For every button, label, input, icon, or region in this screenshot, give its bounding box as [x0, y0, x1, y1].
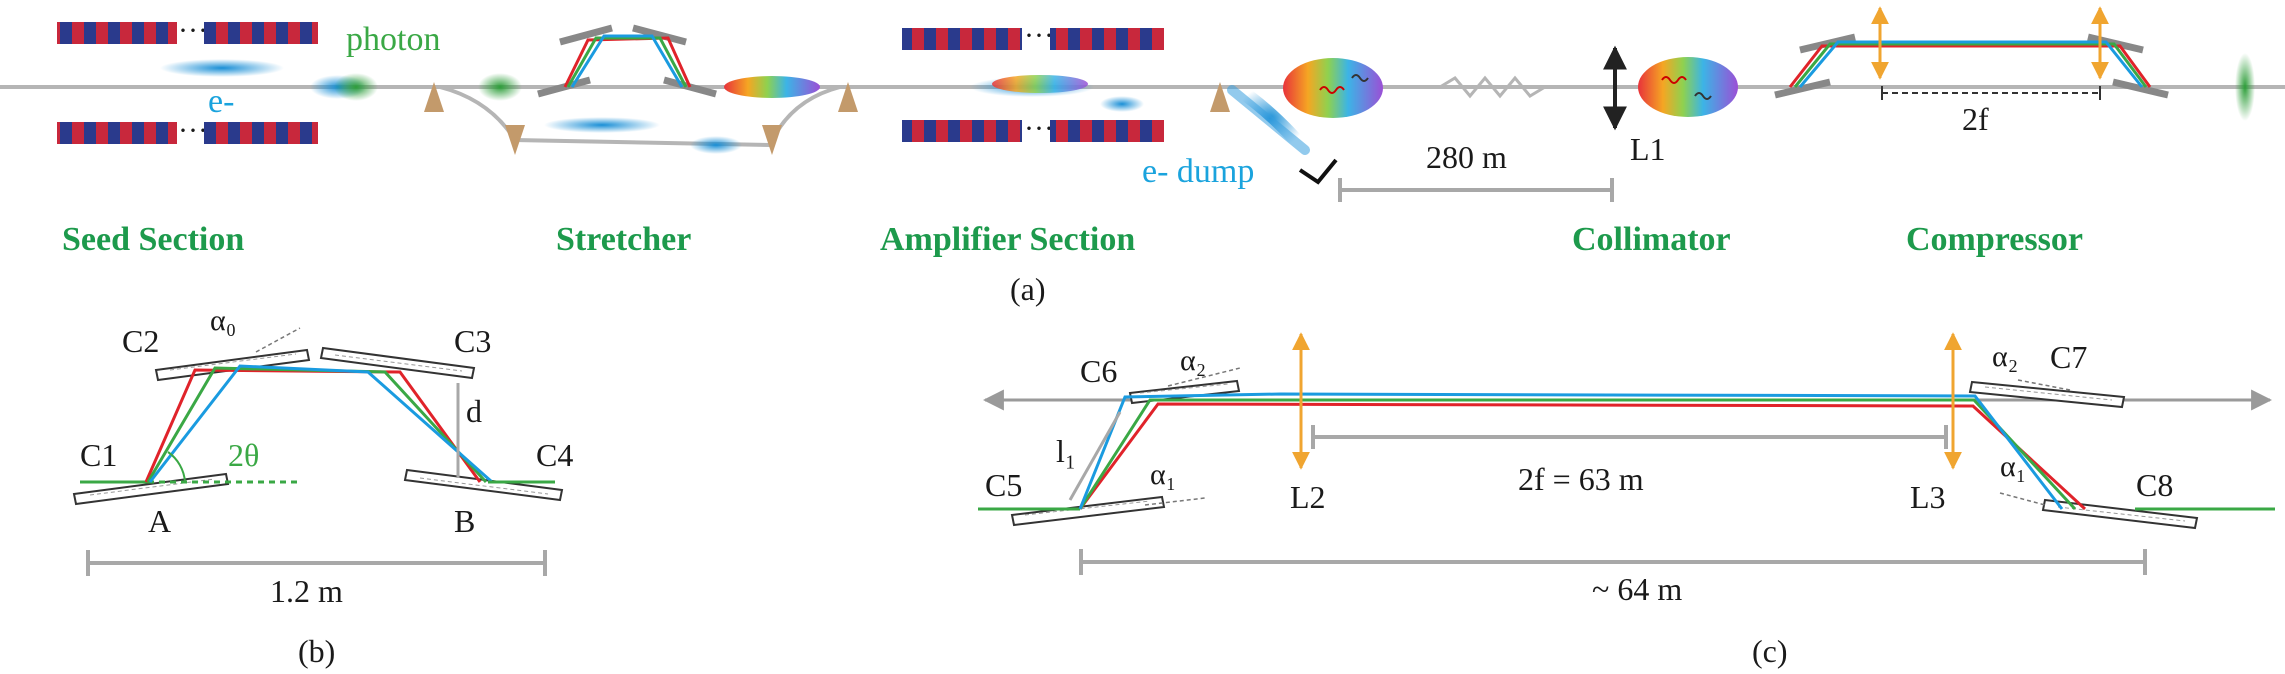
undulator-segment	[57, 22, 177, 44]
panel-b: C2 α₀ C3 C1 2θ d C4 A B 1.2 m (b)	[72, 304, 573, 669]
label-c5: C5	[985, 467, 1022, 503]
blue-ray-c	[1078, 392, 2064, 510]
amplified-pulse	[992, 75, 1088, 93]
dump-label: e- dump	[1142, 153, 1254, 190]
dipole-magnet	[1210, 82, 1230, 112]
label-c3: C3	[454, 323, 491, 359]
dipole-magnet	[762, 125, 782, 155]
compressor-schematic: 2f	[1774, 6, 2169, 137]
stretcher-crystals	[537, 24, 717, 98]
svg-text:···: ···	[178, 114, 208, 147]
label-c1: C1	[80, 437, 117, 473]
electron-label: e-	[208, 83, 234, 120]
length-label-b: 1.2 m	[270, 573, 343, 609]
crystal-c8	[2041, 498, 2199, 530]
beam-dump	[1298, 158, 1338, 185]
undulator-segment	[57, 122, 177, 144]
seed-undulators: ··· ···	[57, 14, 318, 147]
panel-a: ··· ··· photon e-	[0, 6, 2285, 307]
undulator-segment	[204, 22, 318, 44]
green-ray-c	[1078, 398, 2077, 511]
electron-bunch	[544, 117, 660, 133]
lens-l1-label: L1	[1630, 131, 1666, 167]
label-alpha1-left: α₁	[1150, 458, 1176, 491]
label-a: A	[148, 503, 171, 539]
electron-bunch	[160, 59, 284, 77]
label-c4: C4	[536, 437, 573, 473]
undulator-segment	[204, 122, 318, 144]
photon-pulse	[334, 73, 378, 101]
crystal-c3	[319, 346, 476, 380]
stretched-pulse	[724, 76, 820, 98]
section-collimator: Collimator	[1572, 221, 1731, 258]
label-alpha1-right: α₁	[2000, 450, 2026, 483]
label-c7: C7	[2050, 339, 2087, 375]
focal-label: 2f	[1962, 101, 1989, 137]
undulator-segment	[1050, 120, 1164, 142]
label-c6: C6	[1080, 353, 1117, 389]
drift-break	[1439, 75, 1546, 99]
label-d: d	[466, 393, 482, 429]
label-2theta: 2θ	[228, 437, 259, 473]
length-label-c: ~ 64 m	[1592, 571, 1682, 607]
electron-bunch	[1100, 96, 1144, 112]
section-amplifier: Amplifier Section	[880, 221, 1135, 258]
length-64m: ~ 64 m	[1079, 549, 2147, 607]
label-alpha2-left: α₂	[1180, 344, 1206, 377]
blue-ray	[148, 364, 493, 484]
label-l1-length: l₁	[1056, 433, 1076, 469]
label-alpha0: α₀	[210, 304, 236, 337]
output-pulse	[1283, 58, 1383, 118]
section-compressor: Compressor	[1906, 221, 2083, 258]
caption-c: (c)	[1752, 633, 1788, 669]
label-l2: L2	[1290, 479, 1326, 515]
crystal-c7	[1968, 380, 2126, 409]
collimated-pulse	[1638, 57, 1738, 117]
label-b: B	[454, 503, 475, 539]
length-l1	[1068, 411, 1122, 501]
focal-2f-63m: 2f = 63 m	[1311, 425, 1948, 497]
label-c8: C8	[2136, 467, 2173, 503]
amplifier-undulators: ··· ···	[902, 19, 1164, 145]
distance-280m: 280 m	[1338, 139, 1614, 202]
green-ray	[146, 366, 488, 484]
dumped-electrons	[1227, 85, 1310, 155]
section-seed: Seed Section	[62, 221, 244, 258]
undulator-segment	[902, 120, 1022, 142]
photon-label: photon	[346, 21, 440, 58]
undulator-segment	[902, 28, 1022, 50]
section-stretcher: Stretcher	[556, 221, 691, 258]
dipole-magnet	[838, 82, 858, 112]
svg-text:···: ···	[1024, 112, 1054, 145]
label-l3: L3	[1910, 479, 1946, 515]
caption-b: (b)	[298, 633, 335, 669]
crystal-c5	[1010, 495, 1166, 527]
distance-label: 280 m	[1426, 139, 1507, 175]
panel-c: 2f = 63 m ~ 64 m C6 α₂ α₂ C7 l₁ C5 α₁ α₁…	[978, 332, 2275, 669]
dipole-magnet	[424, 82, 444, 112]
svg-text:···: ···	[1024, 19, 1054, 52]
dipole-magnet	[505, 125, 525, 155]
length-1-2m: 1.2 m	[86, 550, 547, 609]
theta-arc	[167, 451, 186, 483]
caption-a: (a)	[1010, 271, 1046, 307]
electron-bunch	[690, 136, 742, 154]
svg-text:···: ···	[178, 14, 208, 47]
photon-pulse	[478, 73, 522, 101]
label-c2: C2	[122, 323, 159, 359]
compressed-pulse	[2235, 53, 2255, 121]
focal-label-c: 2f = 63 m	[1518, 461, 1644, 497]
electron-bypass	[439, 85, 841, 148]
label-alpha2-right: α₂	[1992, 340, 2018, 373]
undulator-segment	[1050, 28, 1164, 50]
